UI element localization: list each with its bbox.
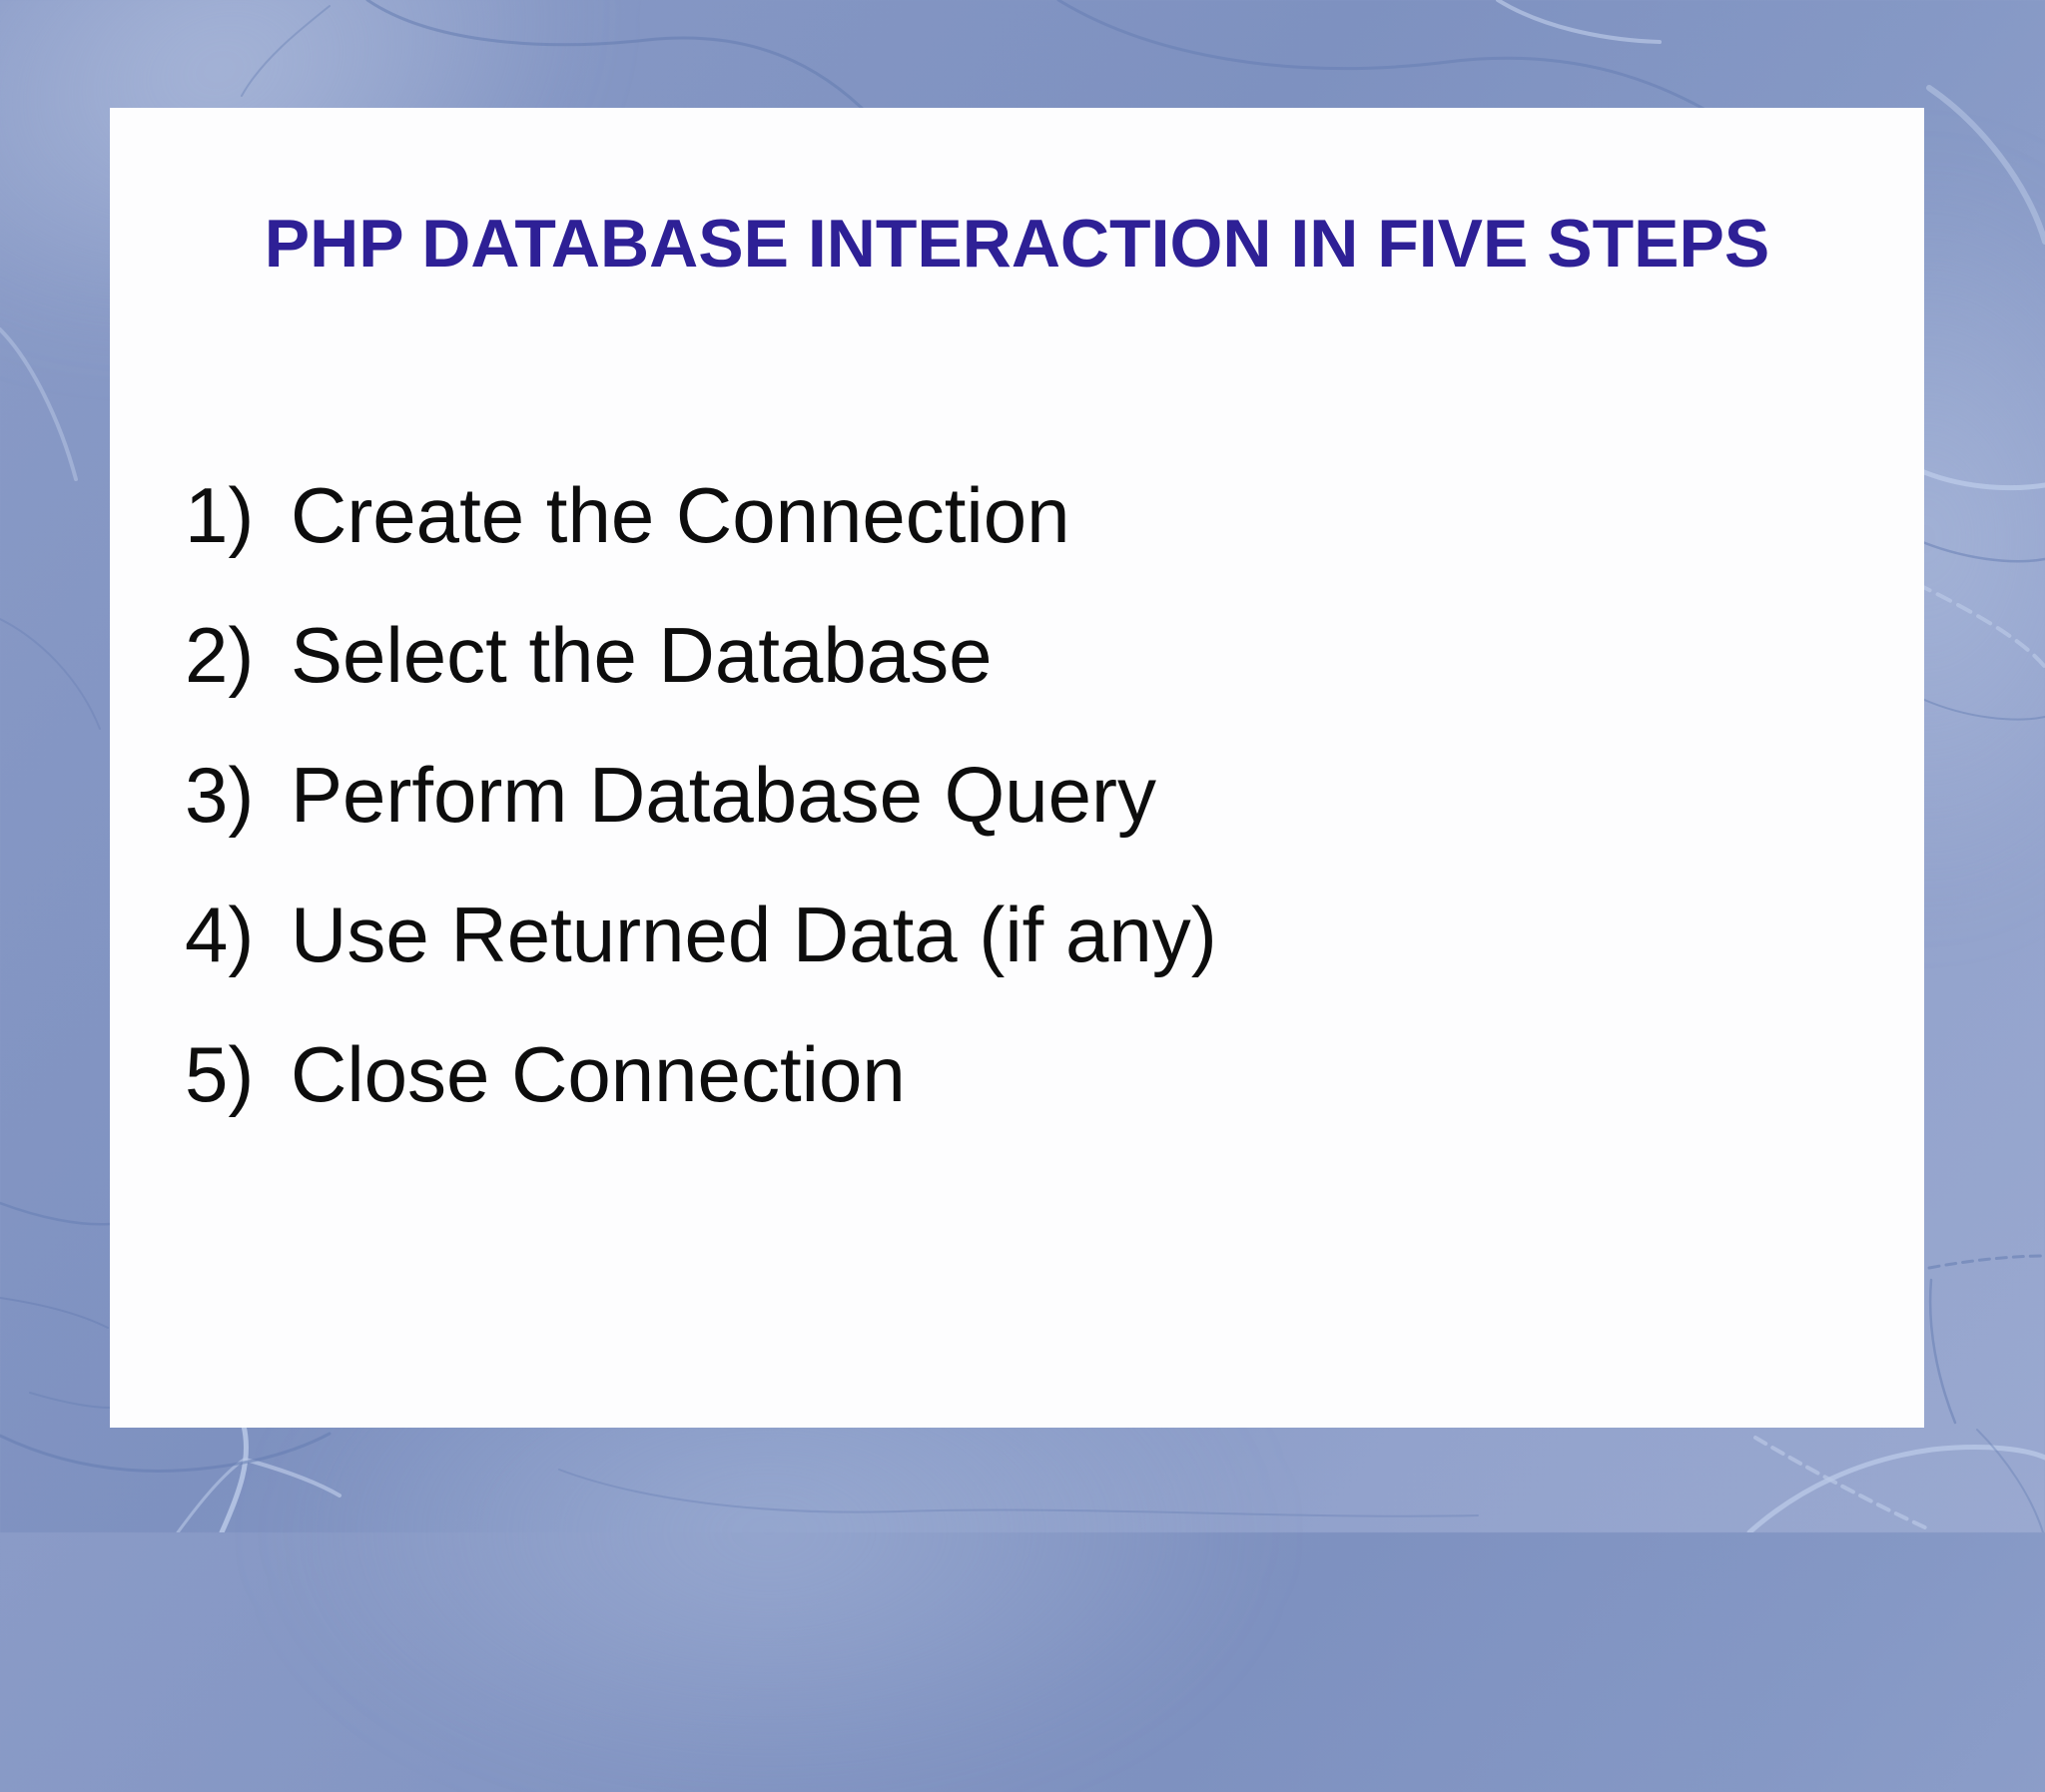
step-label: Close Connection (291, 1030, 906, 1118)
step-item: 4) Use Returned Data (if any) (185, 865, 1864, 1004)
step-label: Use Returned Data (if any) (291, 891, 1217, 978)
slide-title: PHP DATABASE INTERACTION IN FIVE STEPS (264, 206, 1770, 282)
step-number: 4) (185, 891, 255, 978)
step-number: 5) (185, 1030, 255, 1118)
step-label: Perform Database Query (291, 751, 1157, 839)
step-label: Select the Database (291, 611, 993, 699)
steps-list: 1) Create the Connection 2) Select the D… (185, 445, 1864, 1144)
step-number: 1) (185, 471, 255, 559)
step-item: 2) Select the Database (185, 585, 1864, 725)
step-item: 5) Close Connection (185, 1004, 1864, 1144)
step-number: 3) (185, 751, 255, 839)
background-texture-veins (0, 0, 2045, 1532)
slide-card: PHP DATABASE INTERACTION IN FIVE STEPS 1… (110, 108, 1924, 1428)
step-item: 3) Perform Database Query (185, 725, 1864, 865)
step-item: 1) Create the Connection (185, 445, 1864, 585)
step-label: Create the Connection (291, 471, 1070, 559)
step-number: 2) (185, 611, 255, 699)
